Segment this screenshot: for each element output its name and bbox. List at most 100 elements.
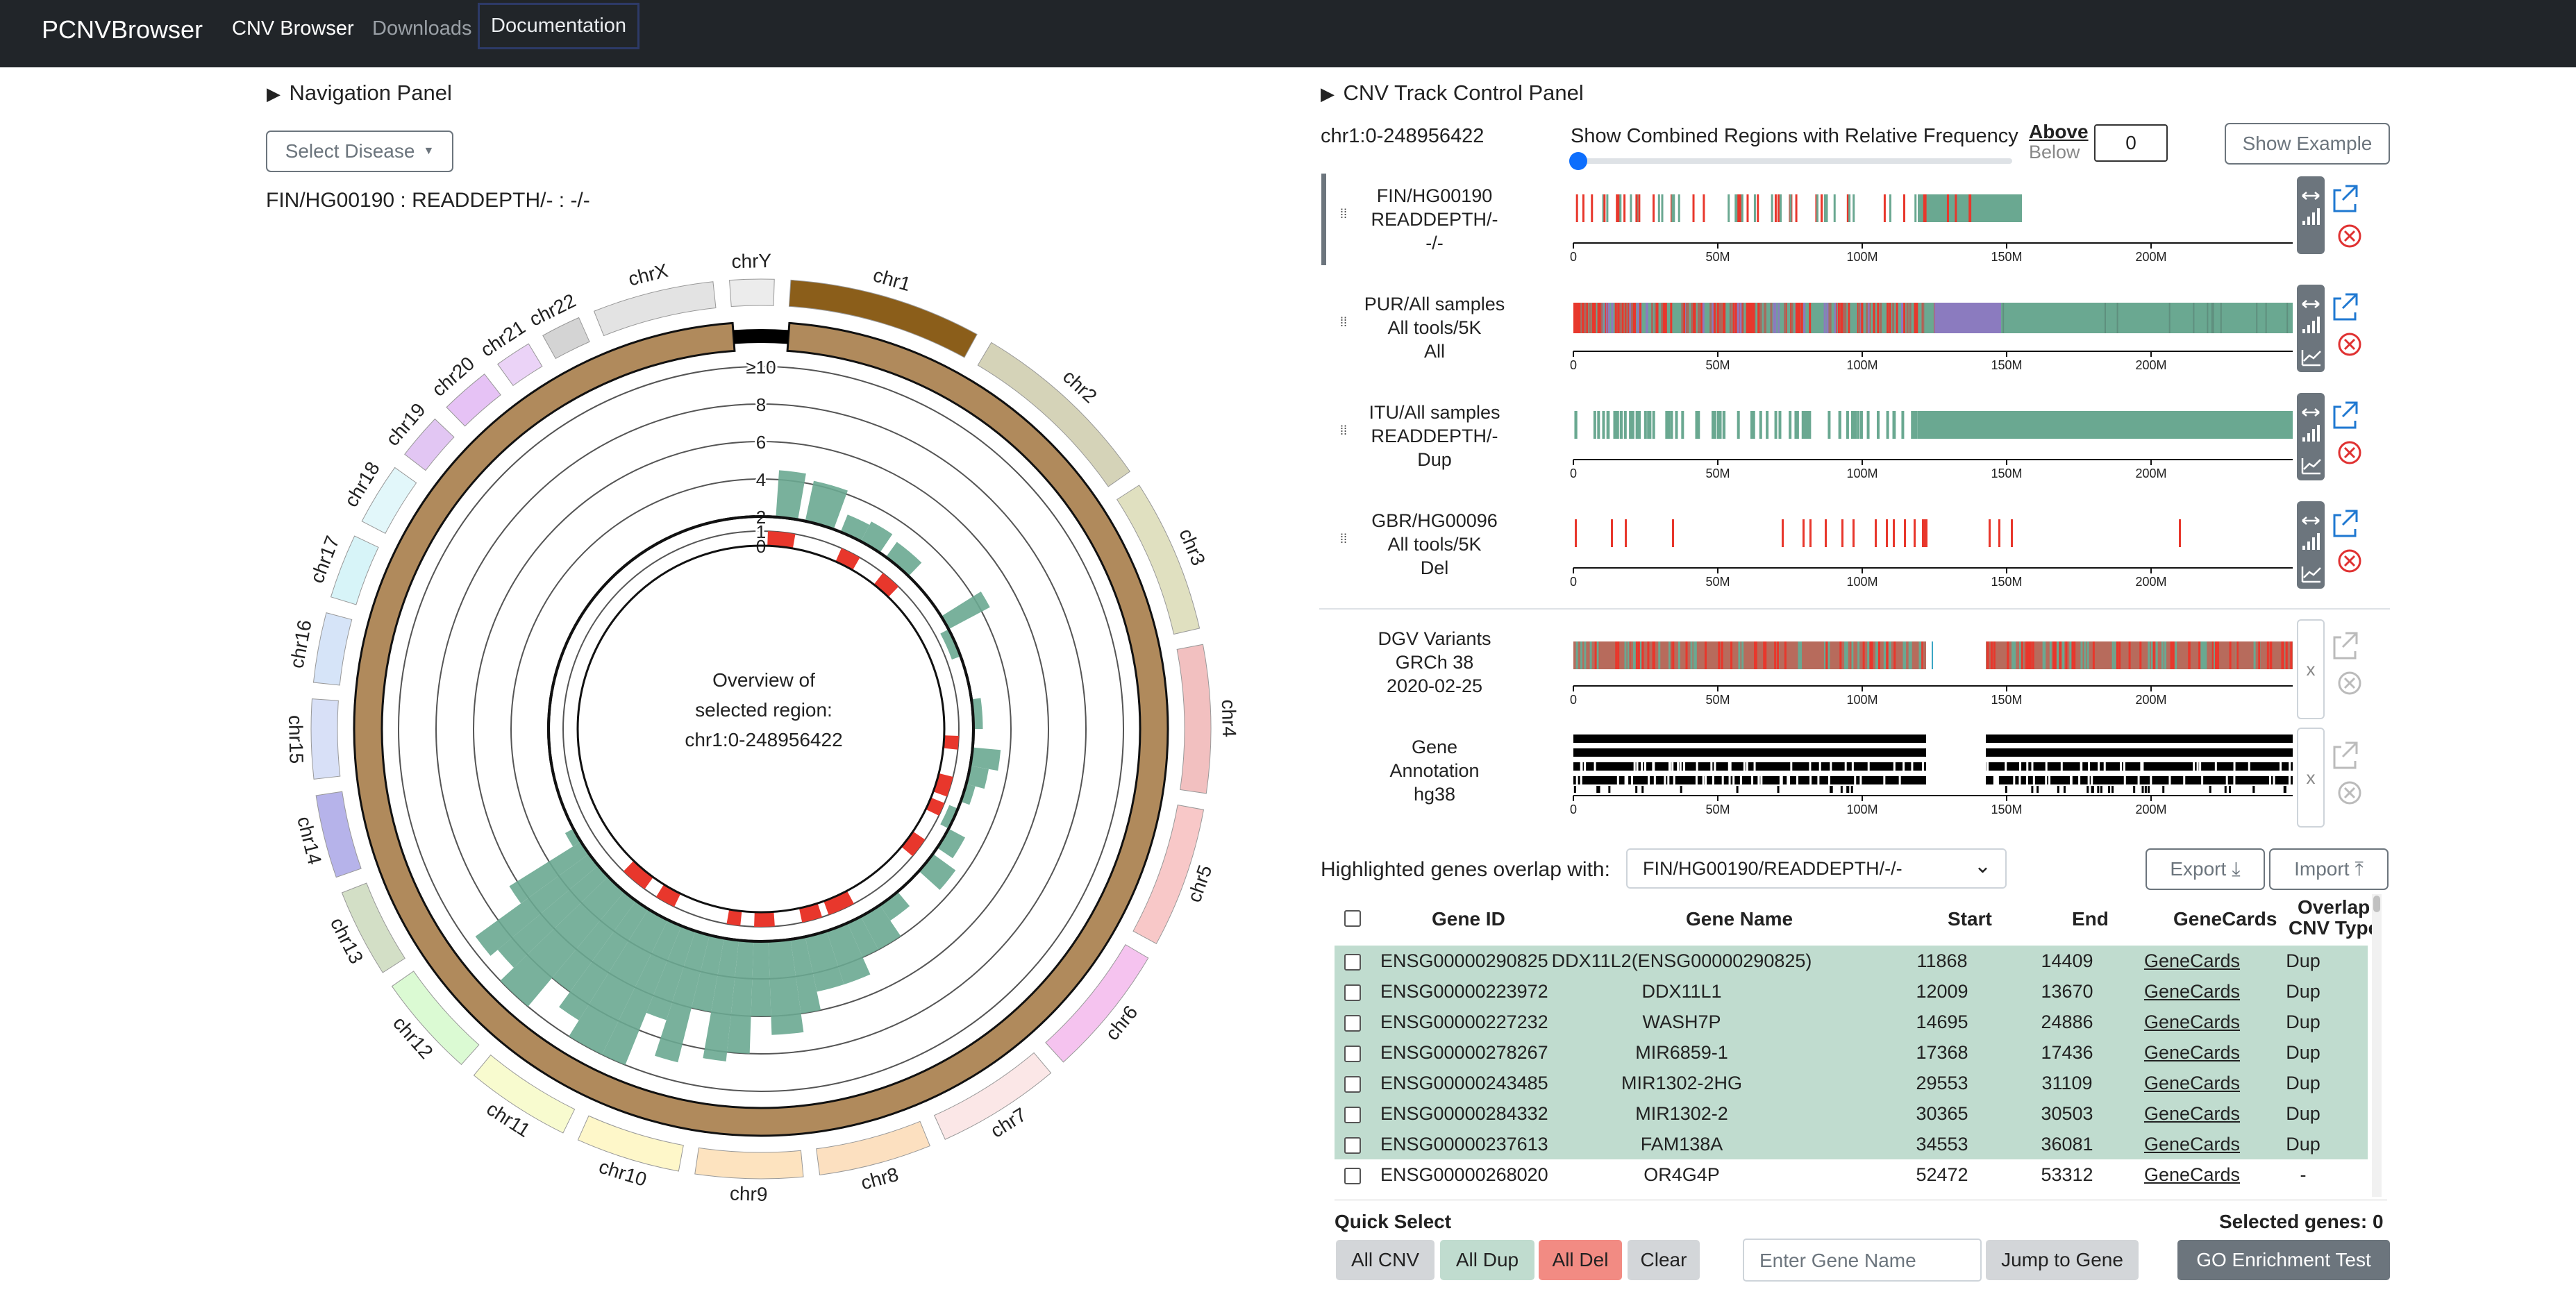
gene-block[interactable] — [2224, 786, 2227, 793]
cnv-segment[interactable] — [1805, 411, 1809, 439]
dgv-segment[interactable] — [1908, 641, 1911, 669]
cnv-segment[interactable] — [1675, 411, 1678, 439]
dgv-segment[interactable] — [1919, 641, 1922, 669]
gene-block[interactable] — [1986, 748, 2293, 757]
cnv-segment[interactable] — [1748, 303, 1750, 333]
row-checkbox[interactable] — [1344, 1137, 1361, 1154]
cnv-segment[interactable] — [1635, 194, 1638, 222]
cnv-segment[interactable] — [1617, 303, 1620, 333]
cnv-segment[interactable] — [1782, 519, 1784, 547]
dgv-segment[interactable] — [2116, 641, 2118, 669]
track-label-dgv[interactable]: DGV Variants GRCh 38 2020-02-25 — [1335, 616, 1534, 708]
jump-to-gene-button[interactable]: Jump to Gene — [1986, 1240, 2139, 1280]
dgv-segment[interactable] — [2188, 641, 2191, 669]
cnv-segment[interactable] — [1652, 411, 1655, 439]
gene-block[interactable] — [1830, 786, 1832, 793]
cnv-segment[interactable] — [1886, 411, 1889, 439]
dup-frequency-bar[interactable] — [646, 925, 696, 1021]
drag-handle-icon[interactable]: ⁞⁞ — [1340, 423, 1348, 437]
dgv-segment[interactable] — [2152, 641, 2155, 669]
cnv-segment[interactable] — [1828, 411, 1831, 439]
dgv-segment[interactable] — [2266, 641, 2269, 669]
dgv-segment[interactable] — [2139, 641, 2142, 669]
cnv-segment[interactable] — [1757, 303, 1760, 333]
dup-frequency-bar[interactable] — [497, 865, 608, 968]
dgv-segment[interactable] — [1871, 641, 1873, 669]
cnv-segment[interactable] — [1843, 303, 1846, 333]
cnv-segment[interactable] — [1777, 194, 1780, 222]
cnv-segment[interactable] — [1778, 303, 1780, 333]
gene-block[interactable] — [2097, 786, 2100, 793]
dgv-segment[interactable] — [1932, 641, 1933, 669]
import-button[interactable]: Import ⤒ — [2269, 848, 2389, 890]
dgv-segment[interactable] — [1730, 641, 1733, 669]
cnv-segment[interactable] — [1834, 303, 1837, 333]
resize-arrows-icon[interactable] — [2302, 192, 2320, 200]
cnv-segment[interactable] — [1880, 303, 1882, 333]
row-checkbox[interactable] — [1344, 984, 1361, 1001]
dgv-segment[interactable] — [1862, 641, 1865, 669]
dup-frequency-bar[interactable] — [655, 931, 710, 1063]
cnv-segment[interactable] — [1873, 303, 1875, 333]
cnv-segment[interactable] — [1734, 194, 1737, 222]
cnv-segment[interactable] — [1589, 303, 1591, 333]
cnv-segment[interactable] — [2001, 303, 2293, 333]
dgv-segment[interactable] — [2086, 641, 2089, 669]
cnv-segment[interactable] — [1946, 194, 1949, 222]
cnv-segment[interactable] — [1764, 303, 1766, 333]
dgv-segment[interactable] — [1857, 641, 1860, 669]
cnv-segment[interactable] — [1803, 411, 1807, 439]
dgv-segment[interactable] — [1889, 641, 1891, 669]
cnv-segment[interactable] — [1844, 303, 1847, 333]
cnv-segment[interactable] — [1598, 303, 1601, 333]
dgv-segment[interactable] — [2229, 641, 2232, 669]
cnv-segment[interactable] — [2220, 303, 2222, 333]
cnv-segment[interactable] — [1597, 303, 1600, 333]
cnv-segment[interactable] — [1816, 194, 1818, 222]
cnv-segment[interactable] — [1803, 303, 1806, 333]
expand-icon[interactable] — [2333, 741, 2358, 769]
gene-block[interactable] — [2031, 786, 2034, 793]
dgv-segment[interactable] — [1580, 641, 1583, 669]
del-frequency-bar[interactable] — [726, 909, 742, 926]
cnv-segment[interactable] — [1877, 303, 1880, 333]
cnv-segment[interactable] — [1671, 194, 1674, 222]
dgv-segment[interactable] — [1828, 641, 1830, 669]
cnv-segment[interactable] — [1752, 411, 1755, 439]
cnv-segment[interactable] — [1629, 303, 1632, 333]
dgv-segment[interactable] — [2012, 641, 2014, 669]
gene-block[interactable] — [2209, 786, 2211, 793]
col-end[interactable]: End — [2072, 908, 2109, 930]
row-checkbox[interactable] — [1344, 954, 1361, 971]
gene-block[interactable] — [2252, 786, 2255, 793]
remove-circle-icon[interactable] — [2338, 441, 2361, 464]
dgv-segment[interactable] — [2211, 641, 2214, 669]
dup-frequency-bar[interactable] — [937, 828, 966, 859]
cnv-segment[interactable] — [1797, 303, 1800, 333]
cnv-segment[interactable] — [1771, 194, 1773, 222]
dgv-segment[interactable] — [2114, 641, 2117, 669]
cnv-segment[interactable] — [2168, 303, 2171, 333]
cnv-segment[interactable] — [1611, 303, 1614, 333]
cnv-segment[interactable] — [1916, 303, 1918, 333]
cnv-segment[interactable] — [1661, 194, 1664, 222]
cnv-segment[interactable] — [1759, 411, 1762, 439]
dgv-segment[interactable] — [2290, 641, 2293, 669]
gene-block[interactable] — [2144, 786, 2147, 793]
cnv-segment[interactable] — [1808, 411, 1812, 439]
line-chart-icon[interactable] — [2301, 566, 2321, 583]
chromosome-arc-chr15[interactable] — [310, 698, 341, 780]
dup-frequency-bar[interactable] — [885, 542, 922, 576]
cnv-segment[interactable] — [1914, 303, 1916, 333]
cnv-segment[interactable] — [1774, 194, 1777, 222]
gene-table[interactable] — [1335, 893, 2387, 1200]
cnv-segment[interactable] — [2212, 303, 2214, 333]
dgv-segment[interactable] — [1753, 641, 1756, 669]
gene-block[interactable] — [2229, 786, 2232, 793]
brand-logo[interactable]: PCNVBrowser — [42, 15, 203, 44]
cnv-segment[interactable] — [1687, 303, 1689, 333]
cnv-segment[interactable] — [1795, 303, 1798, 333]
cnv-segment[interactable] — [1789, 194, 1792, 222]
